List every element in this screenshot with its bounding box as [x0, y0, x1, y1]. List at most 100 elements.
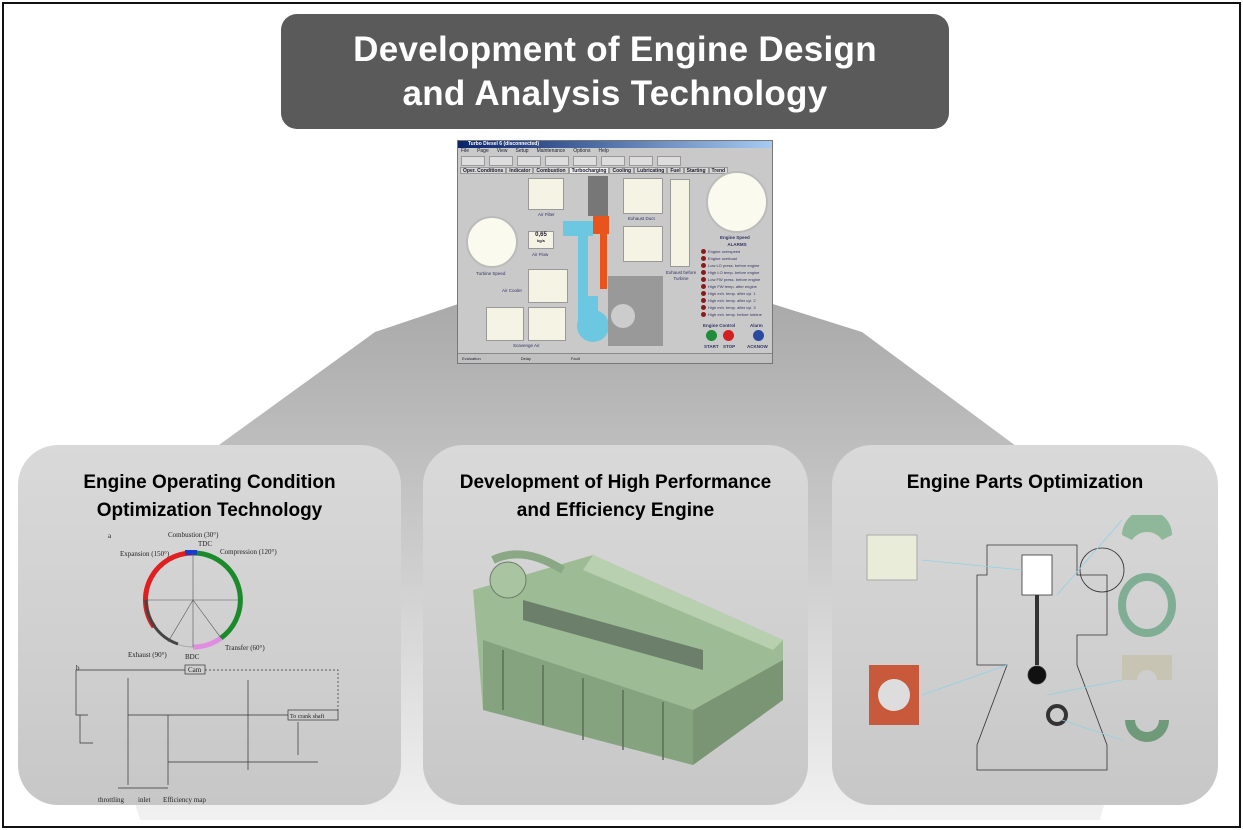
panel-title-line-1: Development of High Performance [459, 472, 772, 493]
gauge-scavenge-1 [486, 307, 524, 341]
alarm-led-icon [701, 255, 706, 261]
tab-indicator[interactable]: Indicator [506, 167, 534, 174]
alarm-text: Engine overload [708, 255, 737, 261]
alarm-text: High LO temp. before engine [708, 269, 760, 275]
panel-title-engine-parts: Engine Parts Optimization [832, 469, 1218, 497]
alarms-title: ALARMS [727, 242, 747, 247]
start-button[interactable] [706, 330, 717, 341]
panel-title-line-1: Engine Operating Condition [83, 472, 336, 493]
label-inlet: inlet [138, 796, 150, 804]
tool-button[interactable] [489, 156, 513, 166]
label-efficiency-map: Efficiency map [163, 796, 206, 804]
label-throttling: throttling [98, 796, 125, 804]
tool-button[interactable] [629, 156, 653, 166]
turbocharger-schematic [563, 176, 663, 346]
label-scavenge-air: Scavenge Air [513, 343, 540, 348]
stop-button[interactable] [723, 330, 734, 341]
alarm-item: Low LO press. before engine [701, 262, 772, 269]
label-bdc: BDC [185, 653, 200, 661]
window-title: Turbo Diesel 6 (disconnected) [458, 141, 772, 148]
menu-page[interactable]: Page [477, 148, 489, 154]
panel-title-line-2: Optimization Technology [96, 500, 323, 521]
alarm-item: High exh. temp. after cyl. 1 [701, 290, 772, 297]
label-expansion: Expansion (150°) [120, 550, 170, 558]
menu-help[interactable]: Help [598, 148, 609, 154]
engine-simulator-screenshot: Turbo Diesel 6 (disconnected) File Page … [457, 140, 773, 364]
label-stop: STOP [723, 344, 736, 349]
label-engine-control: Engine Control [703, 323, 736, 328]
alarm-item: High exh. temp. after cyl. 3 [701, 304, 772, 311]
alarm-led-icon [701, 297, 706, 303]
acknowledge-button[interactable] [753, 330, 764, 341]
status-delay: Delay [520, 356, 531, 361]
tool-button[interactable] [573, 156, 597, 166]
label-tdc: TDC [198, 540, 212, 548]
label-exhaust: Exhaust (90°) [128, 651, 167, 659]
diagram-b-label: b [76, 664, 80, 672]
menu-maintenance[interactable]: Maintenance [536, 148, 566, 154]
diagram-a-label: a [108, 532, 112, 540]
menu-options[interactable]: Options [573, 148, 591, 154]
alarm-led-icon [701, 304, 706, 310]
label-transfer: Transfer (60°) [225, 644, 265, 652]
alarm-text: Low LO press. before engine [708, 262, 760, 268]
menu-bar: File Page View Setup Maintenance Options… [458, 148, 772, 154]
dial-engine-speed [706, 171, 768, 233]
label-alarm: Alarm [750, 323, 763, 328]
alarm-item: Engine overspeed [701, 248, 772, 255]
label-exhaust-duct: Exhaust Duct [628, 216, 655, 221]
alarm-led-icon [701, 311, 706, 317]
panel-title-line-1: Engine Parts Optimization [906, 472, 1144, 493]
alarm-text: High exh. temp. after cyl. 1 [708, 290, 756, 296]
alarm-text: High exh. temp. before turbine [708, 311, 762, 317]
tool-button[interactable] [601, 156, 625, 166]
alarm-item: High FW temp. after engine [701, 283, 772, 290]
label-start: START [704, 344, 719, 349]
alarm-text: High exh. temp. after cyl. 2 [708, 297, 756, 303]
tool-button[interactable] [517, 156, 541, 166]
tab-trend[interactable]: Trend [708, 167, 729, 174]
tab-bar: Oper. Conditions Indicator Combustion Tu… [458, 167, 772, 174]
alarm-led-icon [701, 262, 706, 268]
label-crank-shaft: To crank shaft [290, 713, 325, 720]
tab-lubricating[interactable]: Lubricating [634, 167, 668, 174]
tool-button[interactable] [657, 156, 681, 166]
thermometer-exhaust [670, 179, 690, 267]
alarm-led-icon [701, 269, 706, 275]
menu-view[interactable]: View [496, 148, 508, 154]
title-line-1: Development of Engine Design [353, 30, 877, 69]
alarm-text: High exh. temp. after cyl. 3 [708, 304, 756, 310]
tab-starting[interactable]: Starting [683, 167, 709, 174]
menu-file[interactable]: File [461, 148, 470, 154]
gauge-air-filter [528, 178, 564, 210]
tab-cooling[interactable]: Cooling [609, 167, 635, 174]
tool-button[interactable] [545, 156, 569, 166]
alarm-text: High FW temp. after engine [708, 283, 757, 289]
alarm-item: High LO temp. before engine [701, 269, 772, 276]
dial-turbine-speed [466, 216, 518, 268]
label-air-cooler: Air Cooler [502, 288, 523, 293]
tab-combustion[interactable]: Combustion [533, 167, 569, 174]
tab-turbocharging[interactable]: Turbocharging [568, 167, 610, 174]
engine-cycle-diagram: a Combustion (30°) TDC Compression (120°… [75, 531, 339, 804]
status-evaluation: Evaluation [462, 356, 481, 361]
page-title: Development of Engine Design and Analysi… [281, 14, 949, 129]
tool-button[interactable] [461, 156, 485, 166]
gauge-scavenge-2 [528, 307, 566, 341]
tab-oper-conditions[interactable]: Oper. Conditions [460, 167, 507, 174]
panel-engine-parts: Engine Parts Optimization [832, 445, 1218, 805]
alarm-text: Engine overspeed [708, 248, 741, 254]
alarm-item: High exh. temp. after cyl. 2 [701, 297, 772, 304]
alarm-text: Low FW press. before engine [708, 276, 761, 282]
label-combustion: Combustion (30°) [168, 531, 219, 539]
title-line-2: and Analysis Technology [402, 74, 828, 113]
tab-fuel[interactable]: Fuel [667, 167, 684, 174]
alarm-led-icon [701, 248, 706, 254]
menu-setup[interactable]: Setup [515, 148, 529, 154]
